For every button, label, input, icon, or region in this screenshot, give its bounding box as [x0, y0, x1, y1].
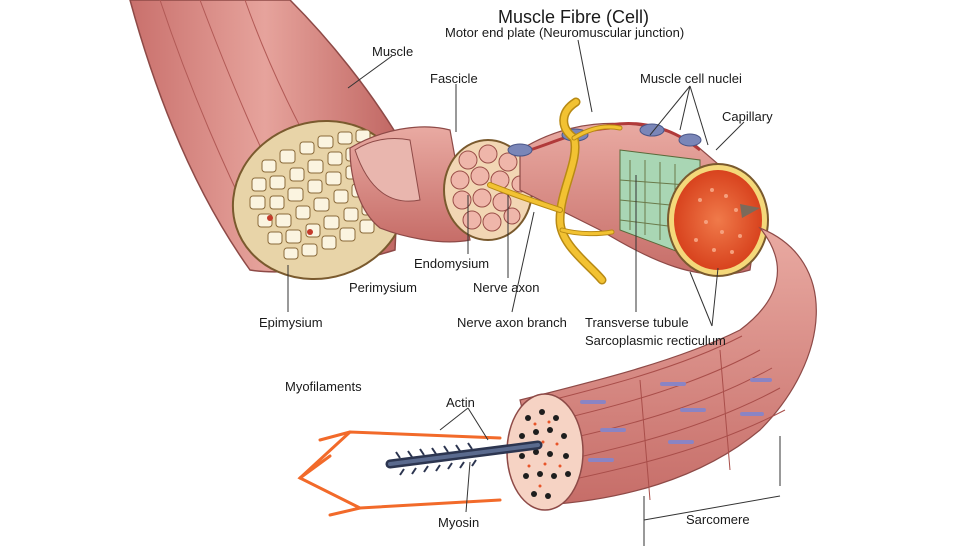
label-nerve-axon: Nerve axon	[473, 280, 540, 295]
myofilaments	[297, 430, 543, 517]
myofibril-bundle	[506, 226, 817, 511]
label-actin: Actin	[446, 395, 475, 410]
label-sarcomere: Sarcomere	[686, 512, 750, 527]
label-muscle: Muscle	[372, 44, 414, 59]
label-muscle-cell-nuclei: Muscle cell nuclei	[640, 71, 742, 86]
label-perimysium: Perimysium	[349, 280, 417, 295]
label-capillary: Capillary	[722, 109, 773, 124]
leader-lines	[287, 39, 781, 546]
nerve-axon	[487, 97, 623, 285]
label-epimysium: Epimysium	[259, 315, 323, 330]
muscle-fibre	[507, 122, 769, 277]
diagram-title: Muscle Fibre (Cell)	[498, 7, 650, 27]
label-fascicle: Fascicle	[430, 71, 478, 86]
label-motor-end-plate: Motor end plate (Neuromuscular junction)	[445, 25, 685, 40]
label-endomysium: Endomysium	[414, 256, 490, 271]
label-myosin: Myosin	[438, 515, 480, 530]
label-nerve-axon-branch: Nerve axon branch	[457, 315, 567, 330]
fascicle	[349, 126, 533, 243]
label-myofilaments: Myofilaments	[285, 379, 362, 394]
label-transverse-tubule: Transverse tubule	[585, 315, 689, 330]
label-sarcoplasmic-recticulum: Sarcoplasmic recticulum	[585, 333, 726, 348]
